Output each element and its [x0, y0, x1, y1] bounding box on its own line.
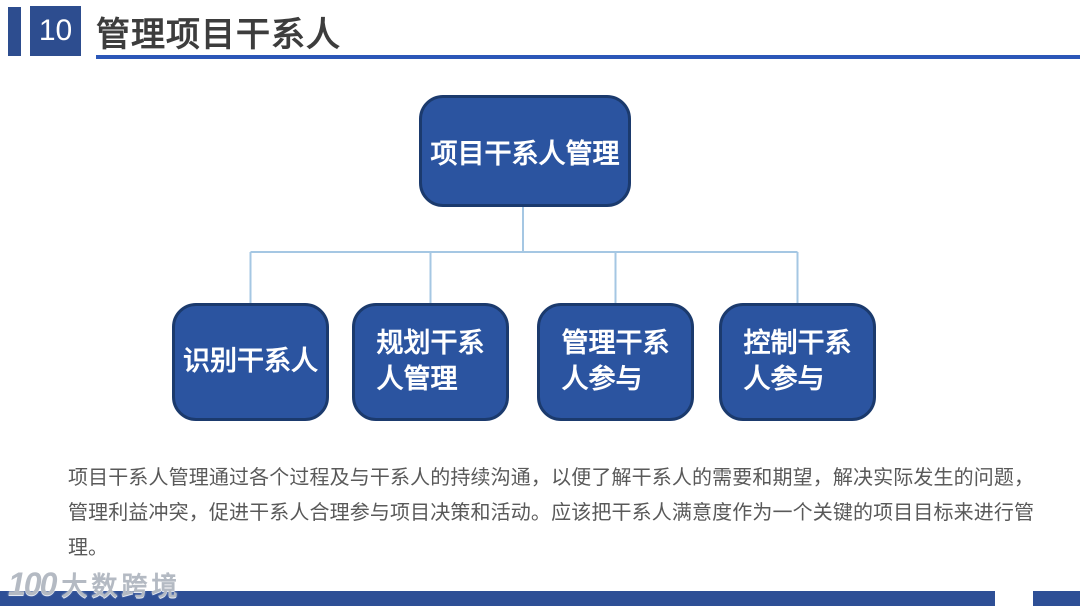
org-node-root-label: 项目干系人管理	[430, 138, 620, 169]
org-node-label: 规划干系 人管理	[376, 328, 485, 394]
org-node-label: 识别干系人	[183, 346, 318, 377]
org-node-control-stakeholder-engagement: 控制干系 人参与	[719, 303, 876, 421]
watermark-text: 大数跨境	[61, 571, 182, 601]
footer-bar-left	[0, 591, 995, 606]
org-node-manage-stakeholder-engagement: 管理干系 人参与	[537, 303, 694, 421]
header-accent-bar	[8, 7, 21, 56]
watermark: 100 大数跨境	[8, 566, 181, 603]
body-paragraph: 项目干系人管理通过各个过程及与干系人的持续沟通，以便了解干系人的需要和期望，解决…	[68, 467, 1034, 559]
page-number: 10	[38, 14, 73, 47]
page-number-badge: 10	[30, 6, 81, 56]
org-node-label: 管理干系 人参与	[561, 328, 670, 394]
footer-bar-right	[1033, 591, 1080, 606]
org-node-plan-stakeholder-management: 规划干系 人管理	[352, 303, 509, 421]
title-underline	[96, 55, 1080, 59]
watermark-logo-icon: 100	[8, 566, 57, 602]
page-title: 管理项目干系人	[96, 15, 341, 54]
org-node-root: 项目干系人管理	[419, 95, 631, 207]
org-node-identify-stakeholders: 识别干系人	[172, 303, 329, 421]
org-node-label: 控制干系 人参与	[743, 328, 852, 394]
